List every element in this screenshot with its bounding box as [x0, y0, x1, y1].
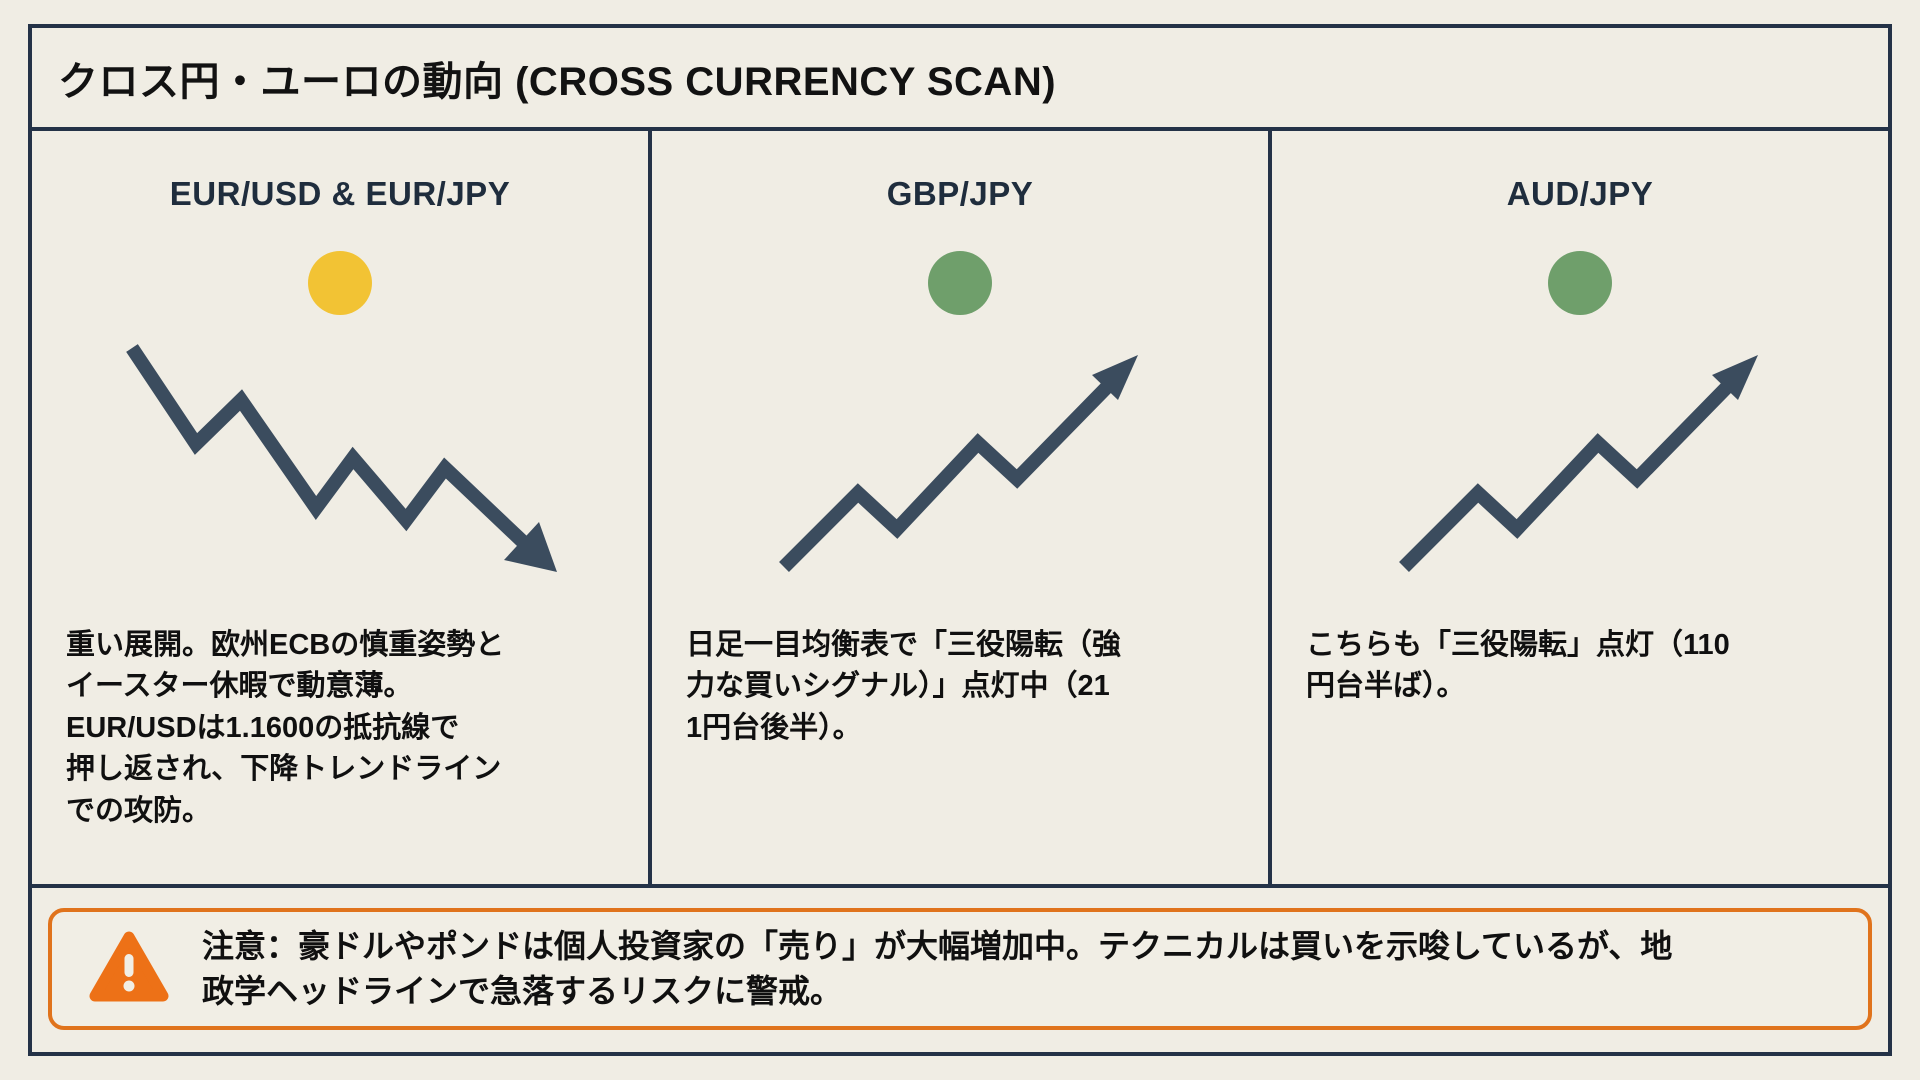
currency-pair-header: EUR/USD & EUR/JPY [169, 175, 511, 212]
status-dot [1548, 251, 1612, 315]
warning-banner: 注意：豪ドルやポンドは個人投資家の「売り」が大幅増加中。テクニカルは買いを示唆し… [48, 908, 1872, 1030]
currency-column-gbpjpy: GBP/JPY 日足一目均衡表で「三役陽転（強 力 [652, 131, 1272, 884]
currency-column-audjpy: AUD/JPY こちらも「三役陽転」点灯（110 [1272, 131, 1888, 884]
panel-title-bar: クロス円・ユーロの動向 (CROSS CURRENCY SCAN) [32, 28, 1888, 131]
status-dot [308, 251, 372, 315]
warning-text: 注意：豪ドルやポンドは個人投資家の「売り」が大幅増加中。テクニカルは買いを示唆し… [202, 927, 1673, 1009]
trend-up-zigzag-arrow-icon [1390, 341, 1770, 581]
currency-description: こちらも「三役陽転」点灯（110 円台半ば）。 [1306, 629, 1730, 703]
panel-title: クロス円・ユーロの動向 (CROSS CURRENCY SCAN) [58, 59, 1057, 104]
trend-down-zigzag-arrow-icon [120, 336, 560, 586]
currency-columns: EUR/USD & EUR/JPY 重い展開。欧州 [32, 131, 1888, 888]
trend-up-zigzag-arrow-icon [770, 341, 1150, 581]
warning-triangle-icon [88, 930, 170, 1009]
currency-description: 重い展開。欧州ECBの慎重姿勢と イースター休暇で動意薄。 EUR/USDは1.… [66, 629, 505, 827]
status-dot [928, 251, 992, 315]
cross-currency-scan-panel: クロス円・ユーロの動向 (CROSS CURRENCY SCAN) EUR/US… [28, 24, 1892, 1056]
currency-description: 日足一目均衡表で「三役陽転（強 力な買いシグナル）」点灯中（21 1円台後半）。 [686, 629, 1122, 744]
currency-pair-header: AUD/JPY [1506, 175, 1654, 212]
currency-column-eurusd-eurjpy: EUR/USD & EUR/JPY 重い展開。欧州 [32, 131, 652, 884]
currency-pair-header: GBP/JPY [886, 175, 1034, 212]
